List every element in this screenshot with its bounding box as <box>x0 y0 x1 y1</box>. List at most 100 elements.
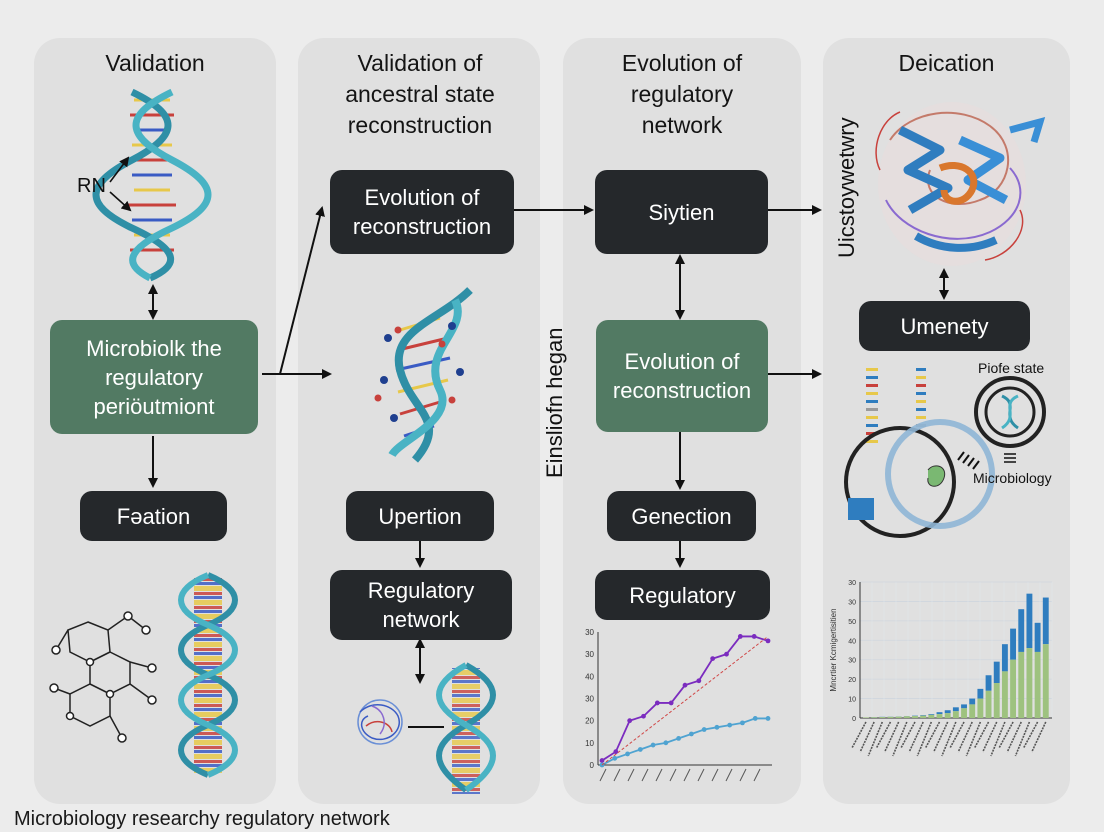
data-point <box>765 716 771 721</box>
x-tick-mark <box>599 768 607 782</box>
data-point <box>682 682 688 688</box>
bar-base-segment <box>936 714 943 718</box>
siytien-box[interactable]: Siytien <box>595 170 768 254</box>
y-tick-label: 30 <box>585 650 594 659</box>
y-tick-label: 40 <box>848 638 856 645</box>
y-tick-label: 20 <box>585 717 594 726</box>
einsliofn-hegan-vertical-label: Einsliofn hegan <box>542 327 567 478</box>
dna-molecule-complex-icon <box>374 287 473 463</box>
plasmid-icon <box>844 419 995 538</box>
x-tick-label-mark <box>851 721 867 749</box>
data-point <box>627 718 633 724</box>
microbiology-regulatory-box[interactable]: Microbiolk the regulatory periöutmiont <box>50 320 258 434</box>
y-tick-label: 30 <box>848 599 856 606</box>
data-point <box>701 727 707 732</box>
series-line <box>601 635 769 762</box>
bar-top-segment <box>977 688 984 699</box>
cell-target-icon <box>974 376 1046 448</box>
x-tick-mark <box>725 768 733 782</box>
data-point <box>654 700 660 706</box>
regulatory-box[interactable]: Regulatory <box>595 570 770 620</box>
microbiology-label: Microbiology <box>973 470 1052 486</box>
bar-base-segment <box>985 690 992 718</box>
data-point <box>676 736 682 741</box>
bar-base-segment <box>863 717 869 718</box>
bar-top-segment <box>920 715 927 716</box>
dna-label: RN <box>77 175 106 197</box>
bar-top-segment <box>985 675 992 691</box>
upertion-box[interactable]: Upertion <box>346 491 494 541</box>
umenety-box[interactable]: Umenety <box>859 301 1030 351</box>
x-tick-mark <box>753 768 761 782</box>
x-tick-mark <box>683 768 691 782</box>
data-point <box>727 722 733 728</box>
regulatory-network-box[interactable]: Regulatory network <box>330 570 512 640</box>
x-tick-label-mark <box>892 721 908 757</box>
data-point <box>737 634 743 639</box>
data-point <box>714 724 720 730</box>
dna-helix-icon <box>436 662 496 794</box>
bar-base-segment <box>912 716 918 718</box>
panel-title: Evolution of regulatory network <box>621 50 743 138</box>
bar-top-segment <box>1010 628 1017 660</box>
x-tick-label-mark <box>932 721 949 753</box>
bar-top-segment <box>944 710 951 714</box>
bar-base-segment <box>969 704 976 718</box>
x-tick-mark <box>697 768 705 782</box>
x-tick-label-mark <box>957 721 973 753</box>
evolution-of-reconstruction-box[interactable]: Evolution of reconstruction <box>330 170 514 254</box>
bar-top-segment <box>993 661 1000 684</box>
x-tick-mark <box>613 768 621 782</box>
x-tick-label-mark <box>973 721 990 749</box>
y-tick-label: 10 <box>848 697 856 704</box>
piofe-state-label: Piofe state <box>978 360 1045 376</box>
data-point <box>612 755 618 761</box>
bar-base-segment <box>1026 648 1033 718</box>
data-point <box>751 634 757 639</box>
bar-base-segment <box>871 717 878 718</box>
bar-base-segment <box>1018 651 1025 718</box>
dna-helix-icon <box>92 88 212 282</box>
x-tick-label-mark <box>867 721 884 757</box>
x-tick-label-mark <box>908 721 924 753</box>
protein-structure-icon <box>875 102 1046 266</box>
vertical-axis-label: Uicstoywetwry <box>834 117 859 258</box>
bar-base-segment <box>961 708 967 718</box>
data-point <box>668 700 674 706</box>
x-tick-label-mark <box>859 721 875 753</box>
x-tick-label-mark <box>875 721 892 749</box>
data-point <box>710 656 716 661</box>
bar-base-segment <box>977 698 984 718</box>
gel-bands-icon <box>866 368 926 443</box>
bar-base-segment <box>903 716 910 718</box>
bar-top-segment <box>952 707 959 712</box>
bar-top-segment <box>1001 644 1008 672</box>
y-tick-label: 30 <box>848 658 856 665</box>
y-tick-label: 20 <box>848 677 856 684</box>
series-line <box>601 636 769 766</box>
x-tick-label-mark <box>998 721 1014 749</box>
x-tick-label-mark <box>883 721 900 753</box>
x-tick-mark <box>627 768 635 782</box>
y-tick-label: 40 <box>585 672 594 681</box>
y-axis-label: Mncrtier Kcmigertisitien <box>829 608 838 691</box>
evolution-of-reconstruction-green-box[interactable]: Evolution of reconstruction <box>596 320 768 432</box>
data-point <box>663 740 669 746</box>
fixation-box[interactable]: Fǝation <box>80 491 227 541</box>
bar-base-segment <box>920 715 927 718</box>
x-tick-mark <box>655 768 663 782</box>
panel-title: Validation of ancestral state reconstruc… <box>345 50 495 138</box>
bar-base-segment <box>1001 671 1008 718</box>
bar-base-segment <box>879 717 886 718</box>
x-tick-label-mark <box>1022 721 1039 749</box>
y-tick-label: 10 <box>585 739 594 748</box>
bar-top-segment <box>928 714 935 715</box>
data-point <box>765 638 771 644</box>
x-tick-label-mark <box>1006 721 1022 753</box>
bar-top-segment <box>1026 593 1033 649</box>
bar-top-segment <box>1042 597 1049 645</box>
data-point <box>599 758 605 763</box>
x-tick-label-mark <box>916 721 933 757</box>
genection-box[interactable]: Genection <box>607 491 756 541</box>
x-tick-label-mark <box>990 721 1006 757</box>
